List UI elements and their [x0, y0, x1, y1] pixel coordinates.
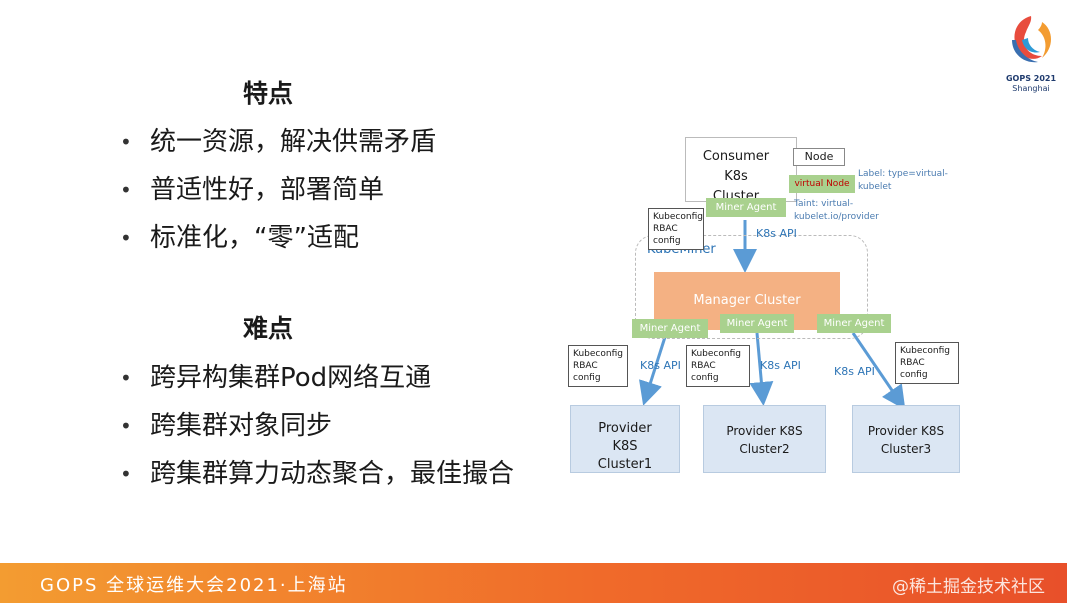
list-item: 统一资源，解决供需矛盾	[120, 118, 436, 166]
virtual-node-box: virtual Node	[789, 175, 855, 193]
arrow-manager-provider2	[749, 332, 774, 406]
gops-logo: GOPS 2021 Shanghai	[998, 10, 1064, 93]
arrow-manager-provider1	[639, 336, 667, 406]
difficulties-heading: 难点	[243, 314, 294, 343]
list-item: 普适性好，部署简单	[120, 166, 436, 214]
consumer-cluster	[685, 137, 797, 202]
diagram-arrows	[639, 220, 906, 410]
footer-watermark: @稀土掘金技术社区	[892, 577, 1045, 597]
list-item: 标准化，“零”适配	[120, 214, 436, 262]
flame-logo-icon	[1012, 16, 1051, 63]
k8s-api-label-1: K8s API	[640, 359, 681, 372]
logo-title: GOPS 2021	[1005, 74, 1057, 83]
footer-event-title: GOPS 全球运维大会2021·上海站	[40, 575, 348, 596]
kubeconfig-doc-provider3: Kubeconfig RBAC config	[895, 342, 959, 384]
kubeconfig-doc-provider1: Kubeconfig RBAC config	[568, 345, 628, 387]
features-heading: 特点	[243, 79, 294, 108]
features-list: 统一资源，解决供需矛盾 普适性好，部署简单 标准化，“零”适配	[120, 118, 436, 262]
label-note: Label: type=virtual-kubelet	[858, 169, 948, 192]
footer-bar: GOPS 全球运维大会2021·上海站 @稀土掘金技术社区	[0, 563, 1067, 603]
provider-cluster-1-label: Provider K8S Cluster1	[597, 421, 653, 472]
k8s-api-label-top: K8s API	[756, 227, 797, 240]
arrow-manager-provider3	[851, 332, 906, 410]
provider-cluster-2-label: Provider K8S Cluster2	[726, 424, 803, 456]
kubeconfig-doc-consumer: Kubeconfig RBAC config	[648, 208, 704, 250]
manager-miner-agent-1: Miner Agent	[632, 319, 708, 338]
manager-miner-agent-2: Miner Agent	[720, 314, 794, 333]
k8s-api-label-2: K8s API	[760, 359, 801, 372]
kubeminer-region	[635, 235, 868, 339]
provider-cluster-3-label: Provider K8S Cluster3	[867, 424, 945, 456]
provider-cluster-3: Provider K8S Cluster3	[852, 405, 960, 473]
node-box: Node	[793, 148, 845, 166]
difficulties-list: 跨异构集群Pod网络互通 跨集群对象同步 跨集群算力动态聚合，最佳撮合	[120, 354, 514, 498]
list-item: 跨异构集群Pod网络互通	[120, 354, 514, 402]
list-item: 跨集群对象同步	[120, 402, 514, 450]
provider-cluster-1: Provider K8S Cluster1	[570, 405, 680, 473]
provider-cluster-2: Provider K8S Cluster2	[703, 405, 826, 473]
taint-note: Taint: virtual-kubelet.io/provider	[794, 199, 879, 222]
manager-miner-agent-3: Miner Agent	[817, 314, 891, 333]
k8s-api-label-3: K8s API	[834, 365, 875, 378]
architecture-diagram: KubeMiner Consumer K8s Cluster Node virt…	[560, 125, 970, 485]
logo-city: Shanghai	[1012, 84, 1050, 93]
kubeconfig-doc-provider2: Kubeconfig RBAC config	[686, 345, 750, 387]
list-item: 跨集群算力动态聚合，最佳撮合	[120, 450, 514, 498]
consumer-miner-agent: Miner Agent	[706, 198, 786, 217]
